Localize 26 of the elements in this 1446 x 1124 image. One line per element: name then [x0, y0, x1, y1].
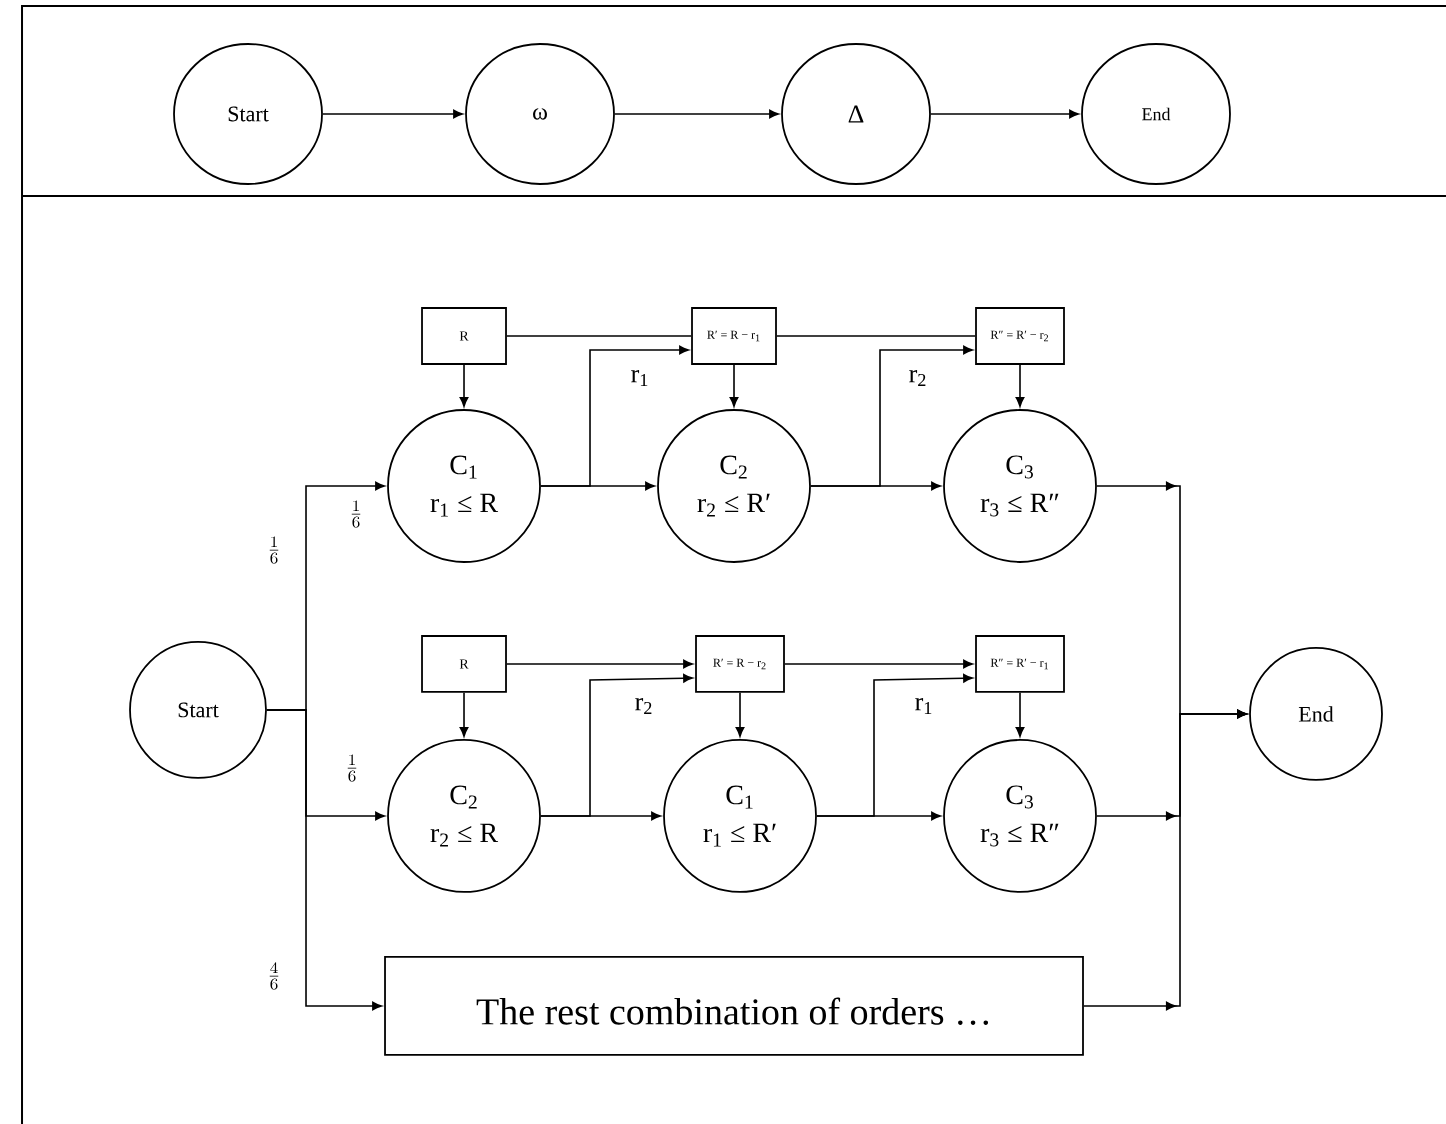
edge-label: $\frac{1}{6}$ — [347, 498, 365, 530]
arrow — [729, 364, 739, 407]
arrow — [784, 659, 973, 669]
edge-label: r$_{2}$ — [632, 695, 656, 716]
arrow — [930, 109, 1079, 119]
edge-label: $\frac{1}{6}$ — [343, 752, 361, 784]
arrow — [540, 673, 693, 817]
arrow — [540, 345, 689, 487]
edge-label: r$_{2}$ — [906, 367, 930, 388]
arrow — [459, 692, 469, 737]
arrow — [1083, 709, 1247, 1011]
arrow — [322, 109, 463, 119]
arrow — [1015, 692, 1025, 737]
arrow — [614, 109, 779, 119]
arrow — [266, 709, 382, 1011]
arrow — [816, 673, 973, 817]
arrow — [1015, 364, 1025, 407]
arrow — [735, 692, 745, 737]
edge-label: $\frac{4}{6}$ — [265, 960, 283, 992]
arrow — [810, 345, 973, 487]
edge-label: r$_{1}$ — [912, 695, 936, 716]
arrow — [459, 364, 469, 407]
process-box: The rest combination of orders … — [384, 956, 1084, 1056]
fraction-label: $\frac{1}{6}$ — [269, 536, 279, 564]
edge-label: r$_{1}$ — [628, 368, 652, 388]
arrow — [506, 659, 693, 669]
